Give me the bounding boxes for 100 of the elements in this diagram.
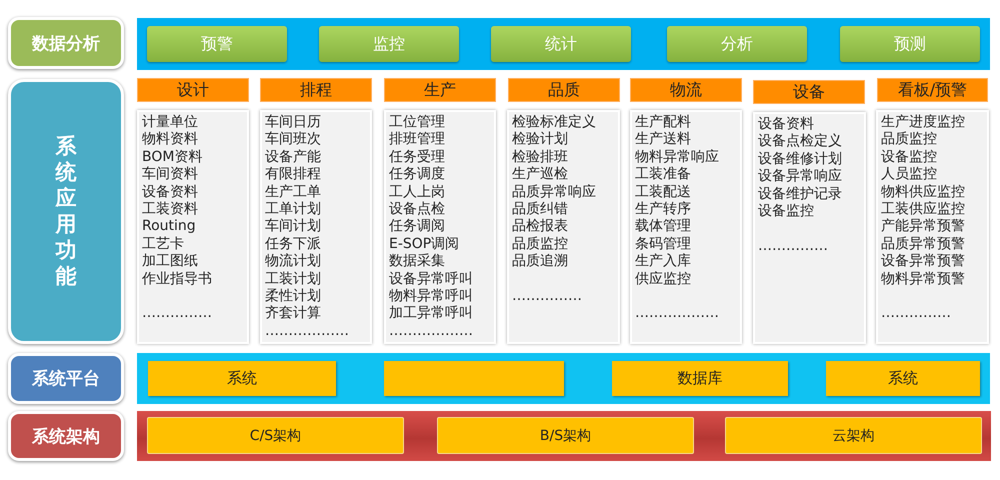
list-item: E-SOP调阅 bbox=[389, 236, 460, 254]
list-item: 齐套计算 bbox=[265, 305, 321, 323]
list-panel bbox=[753, 112, 866, 344]
list-item: 工人上岗 bbox=[389, 184, 445, 201]
list-item: 设备维修计划 bbox=[758, 150, 842, 168]
list-item: 任务调度 bbox=[389, 166, 445, 184]
list-item: 工装计划 bbox=[265, 270, 321, 288]
list-item: 柔性计划 bbox=[265, 288, 321, 305]
list-item: Routing bbox=[142, 218, 196, 236]
column-header: 看板/预警 bbox=[877, 78, 988, 102]
ellipsis: ……………… bbox=[389, 322, 473, 340]
list-item: 供应监控 bbox=[635, 270, 691, 288]
platform-box bbox=[384, 361, 564, 396]
list-item: 任务调阅 bbox=[389, 218, 445, 236]
feature-box: 监控 bbox=[319, 26, 459, 62]
list-item: 物料异常响应 bbox=[635, 148, 719, 166]
list-item: 任务下派 bbox=[265, 236, 321, 253]
ellipsis: ……………… bbox=[635, 305, 719, 323]
section-label: 数据分析 bbox=[8, 17, 124, 69]
ellipsis: …………… bbox=[142, 305, 212, 323]
feature-box: 统计 bbox=[491, 26, 631, 62]
row-band bbox=[137, 411, 991, 461]
column-header: 设备 bbox=[753, 80, 865, 104]
section-label: 系统架构 bbox=[8, 411, 124, 461]
list-item: 生产送料 bbox=[635, 131, 691, 149]
list-item: 工艺卡 bbox=[142, 236, 184, 254]
list-panel bbox=[507, 110, 620, 344]
list-item: 排班管理 bbox=[389, 131, 445, 149]
platform-box: 数据库 bbox=[612, 361, 788, 396]
list-item: 设备资料 bbox=[142, 184, 198, 201]
column-header: 品质 bbox=[508, 78, 620, 102]
feature-box: 分析 bbox=[667, 26, 807, 62]
list-item: 设备异常预警 bbox=[881, 253, 965, 271]
list-item: 生产配料 bbox=[635, 114, 691, 131]
column-header: 排程 bbox=[260, 78, 372, 102]
list-panel bbox=[260, 110, 372, 344]
list-item: 检验计划 bbox=[512, 131, 568, 149]
list-item: 数据采集 bbox=[389, 253, 445, 271]
list-item: 物料供应监控 bbox=[881, 184, 965, 201]
list-item: 设备维护记录 bbox=[758, 186, 842, 203]
row-band bbox=[137, 353, 990, 404]
column-header: 生产 bbox=[384, 78, 496, 102]
list-item: 品质追溯 bbox=[512, 253, 568, 271]
list-item: 品检报表 bbox=[512, 218, 568, 236]
section-label: 系统应用功能 bbox=[8, 79, 124, 344]
ellipsis: ……………… bbox=[265, 322, 349, 340]
list-item: 品质异常预警 bbox=[881, 236, 965, 254]
list-item: 车间日历 bbox=[265, 114, 321, 131]
list-item: 载体管理 bbox=[635, 218, 691, 236]
row-band bbox=[137, 18, 990, 70]
list-item: 检验标准定义 bbox=[512, 114, 596, 132]
list-item: 工装资料 bbox=[142, 200, 198, 218]
list-item: 检验排班 bbox=[512, 148, 568, 166]
feature-box: 预警 bbox=[147, 26, 287, 62]
ellipsis: …………… bbox=[512, 288, 582, 306]
list-item: 生产入库 bbox=[635, 253, 691, 271]
list-item: 人员监控 bbox=[881, 166, 937, 184]
list-item: 工装配送 bbox=[635, 184, 691, 201]
platform-box: 系统 bbox=[148, 361, 336, 396]
list-item: 设备资料 bbox=[758, 116, 814, 134]
list-item: 生产工单 bbox=[265, 184, 321, 201]
list-item: 设备监控 bbox=[881, 148, 937, 166]
section-label: 系统平台 bbox=[8, 353, 124, 404]
list-item: 品质纠错 bbox=[512, 200, 568, 218]
column-header: 设计 bbox=[137, 78, 249, 102]
list-item: 计量单位 bbox=[142, 114, 198, 132]
list-item: 条码管理 bbox=[635, 236, 691, 253]
architecture-box: B/S架构 bbox=[437, 417, 694, 454]
list-panel bbox=[876, 110, 989, 344]
list-item: 品质监控 bbox=[881, 131, 937, 149]
list-item: 设备监控 bbox=[758, 202, 814, 220]
list-item: 设备异常响应 bbox=[758, 168, 842, 186]
list-item: 工装准备 bbox=[635, 166, 691, 184]
list-item: 加工图纸 bbox=[142, 253, 198, 271]
list-item: 物料异常呼叫 bbox=[389, 288, 473, 306]
list-item: 车间班次 bbox=[265, 131, 321, 149]
list-item: 车间计划 bbox=[265, 218, 321, 236]
list-item: 作业指导书 bbox=[142, 270, 212, 288]
list-item: 生产巡检 bbox=[512, 166, 568, 184]
list-item: 设备产能 bbox=[265, 148, 321, 166]
list-panel bbox=[630, 110, 742, 344]
list-item: 产能异常预警 bbox=[881, 218, 965, 236]
list-item: 生产进度监控 bbox=[881, 114, 965, 132]
list-panel bbox=[137, 110, 249, 344]
list-panel bbox=[384, 110, 496, 344]
list-item: 工装供应监控 bbox=[881, 200, 965, 218]
list-item: 工单计划 bbox=[265, 200, 321, 218]
list-item: 品质监控 bbox=[512, 236, 568, 254]
list-item: BOM资料 bbox=[142, 148, 202, 166]
architecture-box: C/S架构 bbox=[147, 417, 404, 454]
list-item: 物流计划 bbox=[265, 253, 321, 271]
list-item: 设备点检 bbox=[389, 200, 445, 218]
ellipsis: …………… bbox=[881, 305, 951, 323]
column-header: 物流 bbox=[630, 78, 742, 102]
list-item: 车间资料 bbox=[142, 166, 198, 184]
ellipsis: …………… bbox=[758, 238, 828, 256]
list-item: 物料资料 bbox=[142, 131, 198, 149]
list-item: 设备点检定义 bbox=[758, 133, 842, 151]
list-item: 任务受理 bbox=[389, 148, 445, 166]
list-item: 工位管理 bbox=[389, 114, 445, 132]
